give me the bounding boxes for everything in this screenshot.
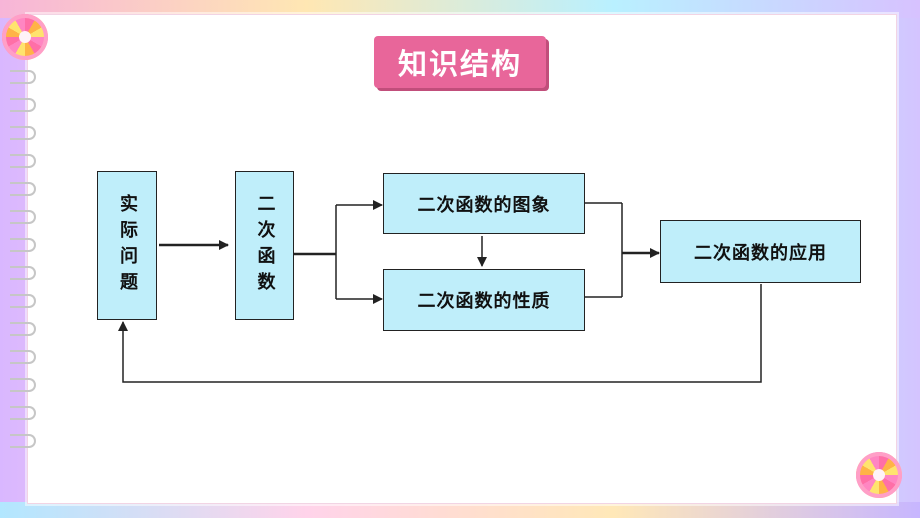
lollipop-icon xyxy=(856,452,902,498)
page-title-banner: 知识结构 xyxy=(374,36,546,88)
box-practical-label: 实际问题 xyxy=(117,193,138,298)
box-application-label: 二次函数的应用 xyxy=(694,242,827,264)
box-graph: 二次函数的图象 xyxy=(383,173,585,234)
box-properties: 二次函数的性质 xyxy=(383,269,585,331)
box-application: 二次函数的应用 xyxy=(660,220,861,283)
box-quadratic-function: 二次函数 xyxy=(235,171,294,320)
page-title: 知识结构 xyxy=(397,47,522,81)
box-practical-problem: 实际问题 xyxy=(97,171,157,320)
box-properties-label: 二次函数的性质 xyxy=(417,291,551,312)
lollipop-icon xyxy=(2,14,48,60)
decorative-bottom-strip xyxy=(0,502,920,518)
box-quadratic-label: 二次函数 xyxy=(254,193,276,298)
arrow-application-to-practical xyxy=(118,284,762,383)
notebook-binding xyxy=(10,70,38,480)
decorative-top-strip xyxy=(0,0,920,18)
box-graph-label: 二次函数的图象 xyxy=(417,194,551,216)
